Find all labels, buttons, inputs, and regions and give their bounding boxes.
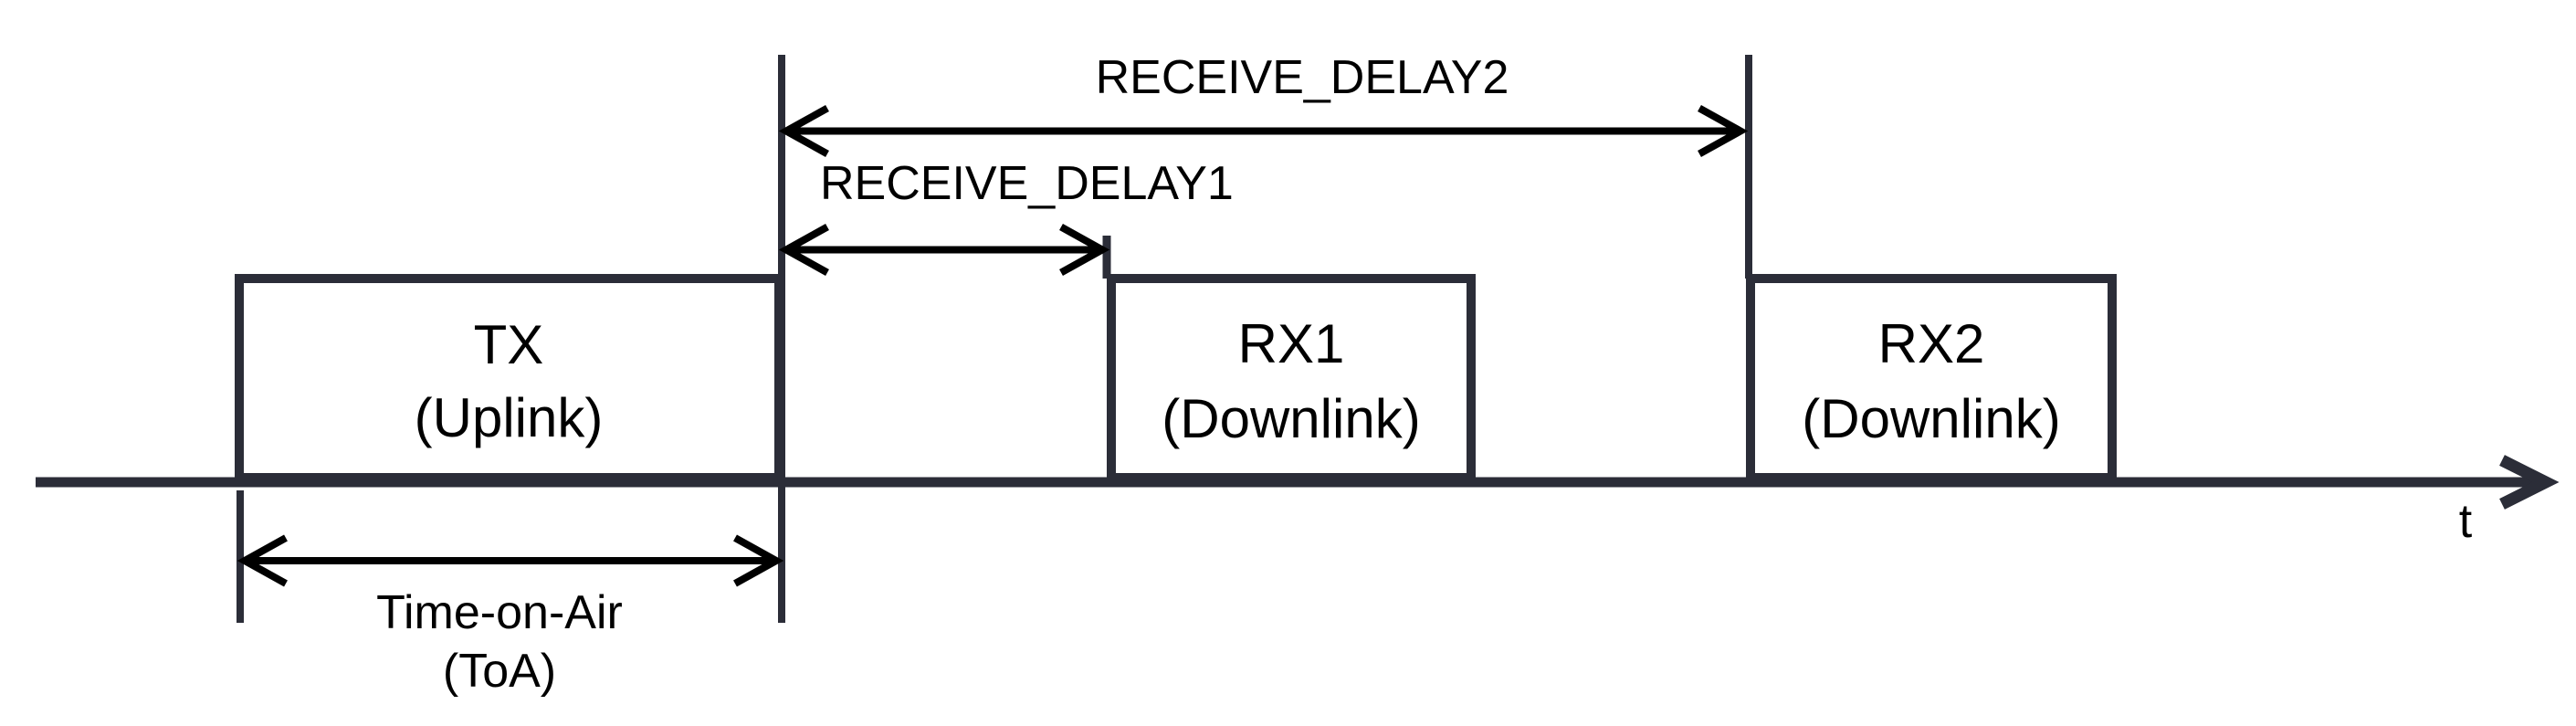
receive-delay1-left-arrowhead-icon bbox=[778, 224, 829, 276]
toa-right-arrowhead-icon bbox=[733, 534, 784, 587]
rx1-box-label: RX1 bbox=[1238, 313, 1345, 374]
receive-delay1-label: RECEIVE_DELAY1 bbox=[820, 157, 1234, 210]
receive-delay1-right-arrowhead-icon bbox=[1059, 224, 1110, 276]
time-axis-arrowhead-icon bbox=[2499, 455, 2560, 510]
toa-sublabel: (ToA) bbox=[443, 645, 556, 698]
rx2-box-label: RX2 bbox=[1878, 313, 1985, 374]
rx2-box-sublabel: (Downlink) bbox=[1802, 388, 2060, 449]
rx1-box bbox=[1107, 274, 1476, 482]
tx-box-label: TX bbox=[474, 314, 544, 375]
tx-box-sublabel: (Uplink) bbox=[415, 387, 604, 448]
receive-delay2-label: RECEIVE_DELAY2 bbox=[1096, 51, 1509, 104]
toa-label: Time-on-Air bbox=[376, 586, 623, 639]
rx1-box-sublabel: (Downlink) bbox=[1162, 388, 1420, 449]
receive-delay2-right-arrowhead-icon bbox=[1698, 105, 1749, 157]
tx-box bbox=[235, 274, 783, 482]
toa-left-arrowhead-icon bbox=[237, 534, 288, 587]
time-axis-label: t bbox=[2459, 495, 2473, 548]
receive-delay2-left-arrowhead-icon bbox=[778, 105, 829, 157]
rx2-box bbox=[1746, 274, 2117, 482]
